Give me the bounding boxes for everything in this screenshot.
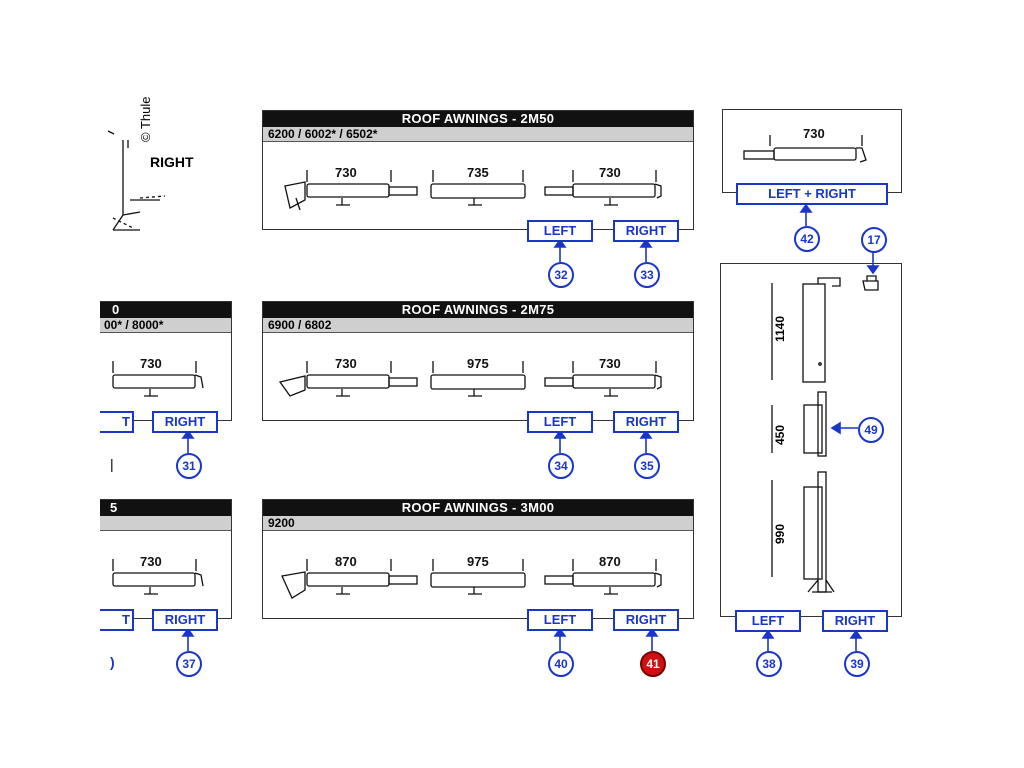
panel-title: 5	[100, 500, 231, 516]
part-number-31[interactable]: 31	[176, 453, 202, 479]
partial-marker-mid: |	[110, 456, 114, 472]
part-number-41[interactable]: 41	[640, 651, 666, 677]
dim-center: 975	[467, 554, 489, 569]
dim-right: 730	[140, 356, 162, 371]
panel-roof-awnings-2m75: ROOF AWNINGS - 2M75 6900 / 6802 730 975 …	[262, 301, 694, 421]
dim-center: 735	[467, 165, 489, 180]
panel-top-right: 730	[722, 109, 902, 193]
dim-right: 730	[140, 554, 162, 569]
panel-models: 6200 / 6002* / 6502*	[263, 127, 693, 142]
dim-990: 990	[773, 523, 787, 544]
left-button-3m00[interactable]: LEFT	[527, 609, 593, 631]
left-button-2m50[interactable]: LEFT	[527, 220, 593, 242]
part-number-38[interactable]: 38	[756, 651, 782, 677]
part-number-49[interactable]: 49	[858, 417, 884, 443]
dim-left: 730	[335, 356, 357, 371]
right-button-partial-mid[interactable]: RIGHT	[152, 411, 218, 433]
dim-left: 730	[335, 165, 357, 180]
right-button-2m75[interactable]: RIGHT	[613, 411, 679, 433]
panel-left-partial-bot: 5 730	[100, 499, 232, 619]
left-right-button[interactable]: LEFT + RIGHT	[736, 183, 888, 205]
panel-title: ROOF AWNINGS - 2M50	[263, 111, 693, 127]
dim-450: 450	[773, 424, 787, 445]
dim-left: 870	[335, 554, 357, 569]
left-button-right-panel[interactable]: LEFT	[735, 610, 801, 632]
panel-models: 9200	[263, 516, 693, 531]
panel-title: 0	[100, 302, 231, 318]
part-number-37[interactable]: 37	[176, 651, 202, 677]
copyright-text: © Thule	[138, 96, 153, 142]
part-number-33[interactable]: 33	[634, 262, 660, 288]
part-number-34[interactable]: 34	[548, 453, 574, 479]
part-number-17[interactable]: 17	[861, 227, 887, 253]
panel-models: 6900 / 6802	[263, 318, 693, 333]
left-button-2m75[interactable]: LEFT	[527, 411, 593, 433]
panel-roof-awnings-3m00: ROOF AWNINGS - 3M00 9200 870 975 870	[262, 499, 694, 619]
panel-title: ROOF AWNINGS - 3M00	[263, 500, 693, 516]
dim-center: 975	[467, 356, 489, 371]
part-number-40[interactable]: 40	[548, 651, 574, 677]
dim-1140: 1140	[773, 315, 787, 342]
panel-title: ROOF AWNINGS - 2M75	[263, 302, 693, 318]
panel-roof-awnings-2m50: ROOF AWNINGS - 2M50 6200 / 6002* / 6502*…	[262, 110, 694, 230]
panel-left-partial-mid: 0 00* / 8000* 730	[100, 301, 232, 421]
part-number-39[interactable]: 39	[844, 651, 870, 677]
left-button-partial-mid[interactable]: T	[100, 411, 134, 433]
left-button-partial-bot[interactable]: T	[100, 609, 134, 631]
dim-right: 870	[599, 554, 621, 569]
partial-number-bot: )	[110, 654, 115, 670]
dim-right: 730	[599, 165, 621, 180]
right-button-3m00[interactable]: RIGHT	[613, 609, 679, 631]
part-number-35[interactable]: 35	[634, 453, 660, 479]
right-button-partial-bot[interactable]: RIGHT	[152, 609, 218, 631]
part-number-32[interactable]: 32	[548, 262, 574, 288]
dim-right: 730	[599, 356, 621, 371]
right-button-right-panel[interactable]: RIGHT	[822, 610, 888, 632]
dim-top-right: 730	[803, 126, 825, 141]
panel-models: 00* / 8000*	[100, 318, 231, 333]
right-button-2m50[interactable]: RIGHT	[613, 220, 679, 242]
panel-models-empty	[100, 516, 231, 531]
top-left-right-label: RIGHT	[150, 154, 194, 170]
part-number-42[interactable]: 42	[794, 226, 820, 252]
